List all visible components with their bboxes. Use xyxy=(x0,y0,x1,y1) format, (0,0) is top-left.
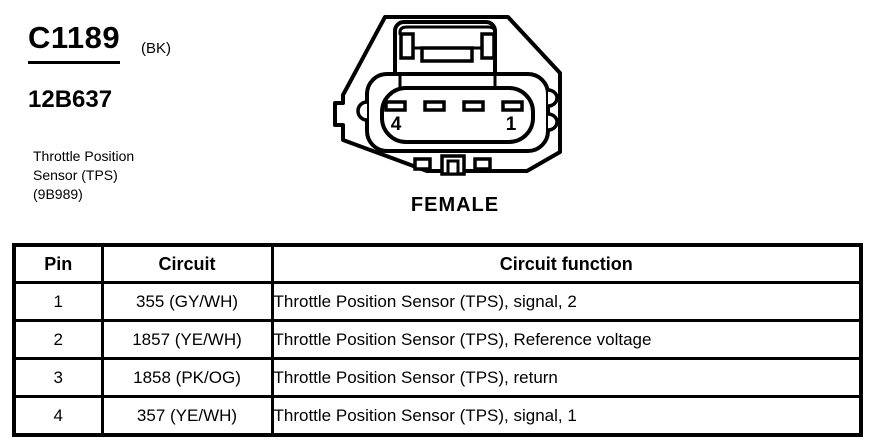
shell-right-bump-lower xyxy=(547,112,559,132)
shell-left-bump xyxy=(356,100,368,122)
part-number: 12B637 xyxy=(28,86,113,113)
connector-gender-label: FEMALE xyxy=(410,194,500,216)
column-header-circuit: Circuit xyxy=(100,243,274,284)
pin-cell: 4 xyxy=(12,395,104,437)
latch-left-ear xyxy=(399,32,415,60)
connector-color-code: (BK) xyxy=(141,40,171,57)
table-header-row: Pin Circuit Circuit function xyxy=(12,243,863,284)
connector-face-diagram: 4 1 xyxy=(333,15,562,176)
circuit-function-cell: Throttle Position Sensor (TPS), signal, … xyxy=(270,395,863,437)
pin-cell: 3 xyxy=(12,357,104,398)
bottom-tab-left xyxy=(413,157,432,171)
latch-right-ear xyxy=(480,32,496,60)
bottom-tab-middle-inner xyxy=(446,159,460,176)
table-row: 3 1858 (PK/OG) Throttle Position Sensor … xyxy=(12,357,863,398)
table-row: 4 357 (YE/WH) Throttle Position Sensor (… xyxy=(12,395,863,437)
pin-slot-4 xyxy=(384,100,407,112)
circuit-cell: 355 (GY/WH) xyxy=(100,281,274,322)
latch-center-bar xyxy=(420,46,474,63)
pin-slot-3 xyxy=(423,100,446,112)
circuit-function-cell: Throttle Position Sensor (TPS), signal, … xyxy=(270,281,863,322)
circuit-cell: 1858 (PK/OG) xyxy=(100,357,274,398)
component-description: Throttle Position Sensor (TPS) (9B989) xyxy=(33,147,134,204)
shell-right-bump-upper xyxy=(547,88,559,108)
table-row: 1 355 (GY/WH) Throttle Position Sensor (… xyxy=(12,281,863,322)
pin-number-right: 1 xyxy=(506,114,517,135)
circuit-function-cell: Throttle Position Sensor (TPS), return xyxy=(270,357,863,398)
column-header-circuit-function: Circuit function xyxy=(270,243,863,284)
pin-slot-2 xyxy=(462,100,485,112)
component-description-line: Sensor (TPS) xyxy=(33,167,118,183)
connector-cavity xyxy=(380,86,535,144)
pin-cell: 2 xyxy=(12,319,104,360)
bottom-tab-right xyxy=(473,157,492,171)
pin-cell: 1 xyxy=(12,281,104,322)
circuit-cell: 357 (YE/WH) xyxy=(100,395,274,437)
component-description-line: (9B989) xyxy=(33,186,83,202)
component-description-line: Throttle Position xyxy=(33,148,135,164)
pinout-table: Pin Circuit Circuit function 1 355 (GY/W… xyxy=(12,243,863,437)
pin-slot-1 xyxy=(501,100,524,112)
latch-inner-top-line xyxy=(398,25,497,35)
column-header-pin: Pin xyxy=(12,243,104,284)
circuit-function-cell: Throttle Position Sensor (TPS), Referenc… xyxy=(270,319,863,360)
connector-id: C1189 xyxy=(28,20,121,64)
table-row: 2 1857 (YE/WH) Throttle Position Sensor … xyxy=(12,319,863,360)
circuit-cell: 1857 (YE/WH) xyxy=(100,319,274,360)
pin-number-left: 4 xyxy=(391,114,402,135)
